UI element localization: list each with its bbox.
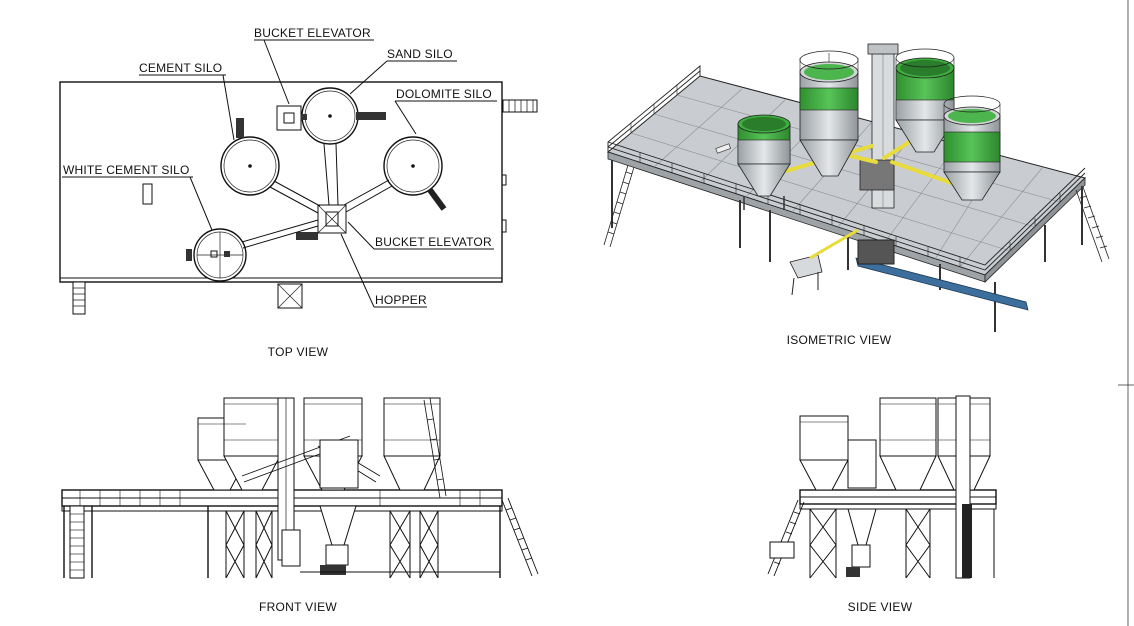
top-white-cement-silo [186, 228, 247, 282]
label-sand-silo: SAND SILO [387, 47, 453, 61]
iso-screw-conveyor [855, 257, 1029, 311]
label-cement-silo: CEMENT SILO [139, 61, 222, 75]
iso-stair-left [603, 164, 635, 248]
top-central-hopper [296, 204, 347, 240]
top-stair-right [502, 99, 538, 113]
top-edge-part [501, 219, 507, 233]
side-bracing [809, 508, 995, 579]
iso-stair-right [1075, 186, 1110, 263]
iso-silo-cement [799, 50, 859, 177]
side-view [767, 395, 997, 579]
caption-side-view: SIDE VIEW [848, 600, 913, 614]
top-leader-lines [62, 39, 497, 308]
iso-railing-posts [630, 85, 1061, 267]
top-hopper [277, 283, 303, 309]
front-hopper [281, 529, 301, 567]
front-view [61, 397, 539, 579]
top-dolomite-silo [383, 136, 447, 211]
label-hopper: HOPPER [375, 293, 427, 307]
front-silo-ladder [423, 397, 447, 499]
caption-front-view: FRONT VIEW [259, 600, 337, 614]
iso-silo-sand [895, 48, 955, 153]
top-feeder-pipes [241, 143, 393, 249]
caption-top-view: TOP VIEW [268, 345, 329, 359]
iso-mixer [857, 239, 895, 265]
front-stair-left [69, 505, 85, 579]
top-stair-left [72, 281, 86, 315]
iso-conveyor-hopper [809, 228, 859, 260]
caption-isometric-view: ISOMETRIC VIEW [787, 333, 892, 347]
label-bucket-elevator-top: BUCKET ELEVATOR [254, 26, 371, 40]
front-silos [197, 397, 441, 491]
iso-columns [611, 160, 1083, 332]
label-dolomite-silo: DOLOMITE SILO [396, 87, 492, 101]
label-bucket-elevator-bottom: BUCKET ELEVATOR [375, 235, 492, 249]
front-stair-right [501, 497, 539, 577]
top-sand-silo [301, 87, 386, 145]
top-bucket-elevator [276, 105, 307, 131]
iso-silo-dolomite [943, 95, 1001, 201]
side-stair [767, 499, 805, 577]
isometric-view [603, 43, 1110, 332]
iso-hopper [789, 254, 823, 296]
iso-bucket-elevator-tower [859, 43, 899, 209]
top-access-hatch [142, 183, 153, 205]
top-view: BUCKET ELEVATOR SAND SILO CEMENT SILO DO… [59, 26, 538, 315]
front-bracing [225, 510, 439, 579]
side-mixer [847, 439, 877, 489]
front-mixer [319, 439, 359, 489]
top-edge-part [501, 174, 507, 186]
label-white-cement-silo: WHITE CEMENT SILO [63, 163, 190, 177]
iso-fitting [715, 143, 731, 154]
iso-silo-white-cement [737, 114, 791, 210]
side-hopper [769, 541, 795, 559]
top-cement-silo [220, 118, 280, 196]
